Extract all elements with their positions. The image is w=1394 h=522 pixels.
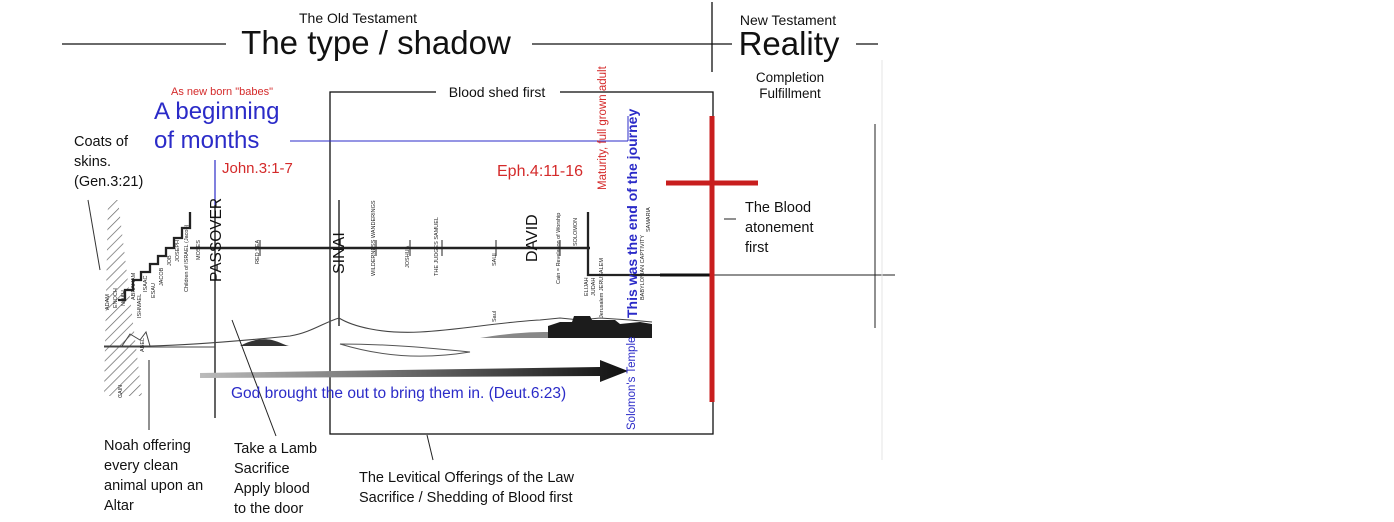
timeline-minor-label: Saul: [492, 310, 498, 322]
timeline-minor-label: CAIN: [118, 384, 124, 398]
noah-line: Altar: [104, 498, 134, 514]
blood-shed-first-label: Blood shed first: [445, 84, 549, 102]
levitical-line: Sacrifice / Shedding of Blood first: [359, 490, 573, 506]
coats-line: (Gen.3:21): [74, 174, 144, 190]
beginning-line2: of months: [154, 127, 260, 154]
noah-line: every clean: [104, 458, 179, 474]
john-ref: John.3:1-7: [222, 160, 293, 177]
lamb-line: Sacrifice: [234, 461, 290, 477]
timeline-minor-label: NOAH: [121, 290, 127, 306]
levitical-connector: [426, 434, 434, 461]
timeline-minor-label: THE JUDGES SAMUEL: [434, 217, 440, 276]
coats-line: Coats of: [74, 134, 128, 150]
lamb-line: to the door: [234, 501, 304, 517]
journey-end-label: This was the end of the journey: [624, 108, 640, 318]
timeline-minor-label: ISAAC: [143, 275, 149, 292]
timeline-minor-label: Cain = Revelation of Worship: [556, 212, 562, 284]
timeline-minor-label: SAMARIA: [646, 207, 652, 232]
atonement-line: The Blood: [745, 200, 812, 216]
timeline-minor-label: ABEL: [140, 337, 146, 352]
timeline-minor-label: ELIJAH: [584, 277, 590, 296]
coats-line: skins.: [74, 154, 112, 170]
timeline-minor-label: ISHMAEL: [137, 293, 143, 318]
type-shadow-title: The type / shadow: [241, 24, 511, 61]
eph-ref: Eph.4:11-16: [497, 163, 583, 180]
levitical-line: The Levitical Offerings of the Law: [359, 470, 574, 486]
timeline-minor-label: JUDAH: [591, 277, 597, 296]
lamb-line: Apply blood: [234, 481, 310, 497]
timeline-minor-label: Jerusalem JERUSALEM: [599, 258, 605, 318]
levitical-box: [329, 91, 714, 435]
timeline-minor-label: ENOCH: [113, 288, 119, 308]
timeline-minor-label: SAUL: [492, 251, 498, 266]
atonement-line: atonement: [745, 220, 814, 236]
god-brought-caption: God brought the out to bring them in. (D…: [231, 385, 567, 402]
timeline-minor-label: ESAU: [151, 283, 157, 298]
noah-line: Noah offering: [104, 438, 191, 454]
timeline-minor-label: MOSES: [196, 240, 202, 260]
david-label: DAVID: [524, 214, 541, 262]
landscape: [104, 317, 653, 347]
babes-label: As new born "babes": [171, 86, 273, 98]
timeline-minor-label: JOB: [167, 255, 173, 266]
beginning-line1: A beginning: [154, 98, 280, 125]
fulfillment-label: Fulfillment: [759, 86, 821, 101]
solomons-temple-label: Solomon's Temple: [626, 336, 638, 430]
timeline-minor-label: RED SEA: [255, 239, 261, 264]
timeline-minor-label: JOSEPH: [175, 239, 181, 262]
journey-arrow: [200, 360, 628, 382]
lamb-line: Take a Lamb: [234, 441, 318, 457]
timeline-minor-label: BABYLONIAN CAPTIVITY: [640, 234, 646, 300]
new-testament-label: New Testament: [739, 12, 837, 28]
timeline-minor-label: JOSHUA: [405, 245, 411, 268]
timeline-minor-label: SOLOMON: [573, 217, 579, 246]
completion-label: Completion: [755, 70, 825, 85]
sinai-label: SINAI: [331, 232, 348, 274]
old-testament-label: The Old Testament: [298, 10, 418, 26]
timeline-minor-label: Children of ISRAEL (Jacob): [184, 224, 190, 292]
timeline-minor-label: WILDERNESS WANDERINGS: [371, 200, 377, 276]
maturity-label: Maturity, full grown adult: [597, 66, 609, 190]
atonement-line: first: [745, 240, 769, 256]
passover-label: PASSOVER: [208, 197, 225, 282]
timeline-minor-label: JACOB: [159, 267, 165, 286]
noah-line: animal upon an: [104, 478, 204, 494]
timeline-stairs: [118, 212, 192, 302]
lamb-connector: [231, 319, 277, 437]
timeline-minor-label: ADAM: [105, 294, 111, 310]
reality-title: Reality: [738, 25, 840, 62]
